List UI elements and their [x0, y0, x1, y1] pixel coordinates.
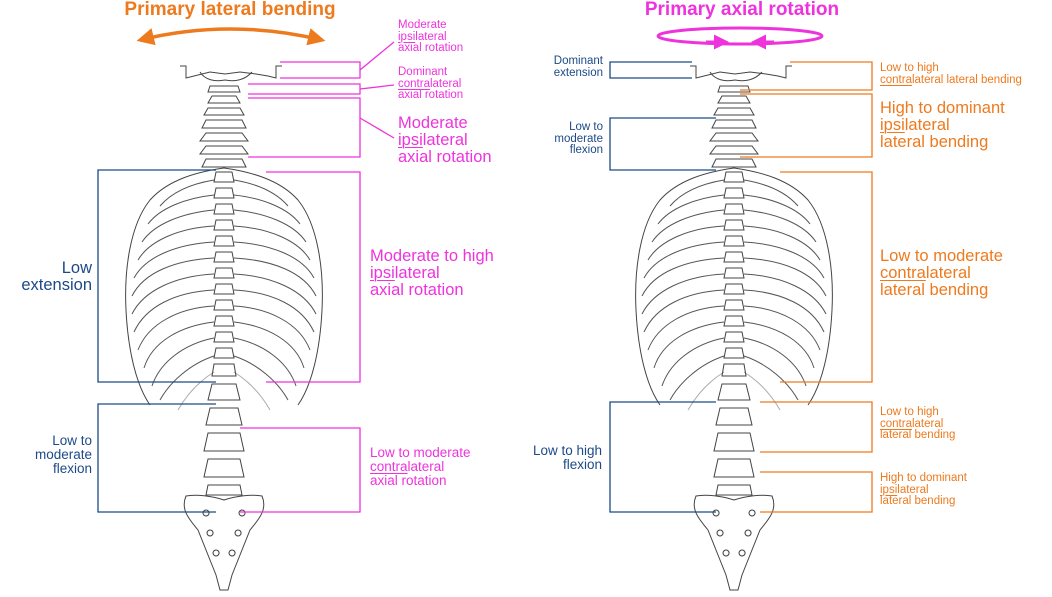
underlined-prefix: ipsi [880, 115, 905, 134]
label-line: Low to high [880, 406, 939, 418]
left-ribs [131, 179, 317, 411]
label-suffix: lateral [911, 417, 944, 430]
label-line: lateral bending [880, 495, 956, 508]
label-line: extension [553, 66, 603, 79]
right-lateral-brackets [740, 61, 873, 513]
label-line: High to dominant [880, 472, 967, 484]
label-line: Dominant [553, 55, 603, 67]
label-thoracic-extension: Low extension [0, 260, 92, 294]
label-line: Dominant [398, 66, 448, 78]
label-line: Low to [52, 433, 92, 448]
left-axial-brackets [240, 41, 395, 513]
label-line: Low to high [532, 443, 602, 458]
label-line: axial rotation [398, 147, 492, 166]
label-cervical-flexion: Low to moderate flexion [500, 121, 603, 157]
label-lower-cervical-bending: High to dominant ipsilateral lateral ben… [880, 100, 1005, 150]
label-line: extension [21, 275, 92, 294]
label-lumbar-flexion: Low to moderate flexion [0, 434, 92, 475]
label-line: axial rotation [398, 89, 464, 102]
label-line: Low to moderate [370, 445, 471, 460]
label-line: ipsilateral [880, 115, 1005, 134]
right-vertebral-column [713, 171, 755, 496]
label-line: flexion [569, 144, 603, 157]
label-suffix: lateral lateral bending [911, 73, 1022, 86]
right-panel-title: Primary axial rotation [644, 0, 840, 20]
label-upper-cervical-bending: Low to high contralateral lateral bendin… [880, 62, 1022, 87]
label-line: axial rotation [370, 472, 447, 488]
label-line: contralateral [370, 458, 471, 474]
right-sacrum [693, 494, 775, 591]
label-suffix: lateral [407, 458, 445, 474]
underlined-prefix: ipsi [880, 483, 898, 496]
label-line: contralateral [880, 417, 955, 431]
left-skeleton [125, 65, 323, 591]
underlined-prefix: contra [880, 73, 912, 86]
axial-rotation-arrow [656, 26, 824, 50]
label-line: Low [61, 259, 92, 277]
underlined-prefix: ipsi [370, 263, 395, 282]
label-line: contralateral [880, 263, 1003, 282]
label-line: moderate [554, 132, 603, 145]
label-line: Moderate [398, 19, 447, 31]
label-line: contralateral lateral bending [880, 73, 1022, 87]
label-thoracic-bending: Low to moderate contralateral lateral be… [880, 248, 1003, 298]
underlined-prefix: contra [398, 77, 430, 90]
label-c2-rotation: Dominant contralateral axial rotation [398, 66, 464, 102]
label-line: ipsilateral [880, 483, 967, 497]
label-thoracic-rotation: Moderate to high ipsilateral axial rotat… [370, 248, 494, 298]
label-suffix: lateral [422, 130, 468, 149]
left-sagittal-brackets [97, 169, 216, 513]
lateral-bending-arrow [136, 27, 326, 46]
label-suffix: lateral [925, 263, 971, 282]
label-line: ipsilateral [398, 30, 463, 44]
label-line: High to dominant [880, 99, 1005, 117]
label-suffix: lateral [429, 77, 462, 90]
label-line: Moderate [398, 114, 468, 132]
label-suffix: lateral [897, 483, 929, 496]
label-line: axial rotation [398, 42, 464, 55]
underlined-prefix: ipsi [398, 130, 423, 149]
label-cervical-extension: Dominant extension [500, 55, 603, 79]
left-vertebral-column [203, 171, 245, 496]
label-lumbar-flexion-right: Low to high flexion [490, 444, 602, 472]
right-cervical [709, 85, 759, 168]
right-skeleton [635, 65, 833, 591]
label-line: ipsilateral [398, 130, 492, 149]
label-line: Low to moderate [880, 247, 1003, 265]
underlined-prefix: contra [880, 263, 926, 282]
label-suffix: lateral [415, 30, 447, 43]
left-cervical [199, 85, 249, 168]
label-line: flexion [52, 460, 92, 476]
label-line: moderate [34, 446, 92, 462]
label-suffix: lateral [394, 263, 440, 282]
label-suffix: lateral [904, 115, 950, 134]
label-line: Low to high [880, 62, 939, 74]
left-ribcage-outline [125, 167, 323, 406]
underlined-prefix: contra [880, 417, 912, 430]
underlined-prefix: ipsi [398, 30, 416, 43]
label-line: ipsilateral [370, 263, 494, 282]
label-line: flexion [562, 456, 602, 472]
label-line: Moderate to high [370, 247, 494, 265]
label-line: lateral bending [880, 280, 989, 299]
label-lower-lumbar-bending: High to dominant ipsilateral lateral ben… [880, 472, 967, 508]
right-ribs [641, 179, 827, 411]
label-upper-lumbar-bending: Low to high contralateral lateral bendin… [880, 406, 956, 442]
right-sagittal-brackets [609, 61, 716, 513]
label-upper-cervical-rotation: Moderate ipsilateral axial rotation [398, 19, 464, 55]
label-line: contralateral [398, 77, 463, 91]
left-sacrum [183, 494, 265, 591]
label-line: lateral bending [880, 429, 956, 442]
label-line: lateral bending [880, 132, 989, 151]
label-line: Low to [569, 121, 603, 133]
label-lower-cervical-rotation: Moderate ipsilateral axial rotation [398, 115, 492, 165]
label-line: axial rotation [370, 280, 464, 299]
right-ribcage-outline [635, 167, 833, 406]
label-lumbar-rotation: Low to moderate contralateral axial rota… [370, 446, 471, 487]
underlined-prefix: contra [370, 458, 408, 474]
left-panel-title: Primary lateral bending [124, 0, 336, 20]
